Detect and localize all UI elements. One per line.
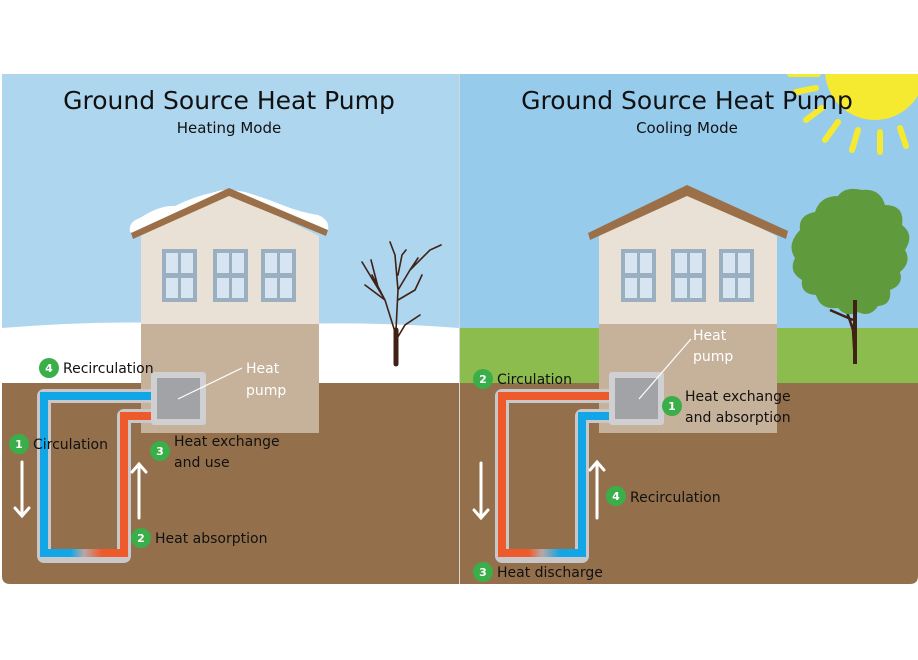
sun-icon [787, 74, 918, 155]
step-3-heat-exchange: 3 Heat exchange and use [150, 434, 280, 471]
soil [2, 383, 459, 584]
ground-loop [37, 389, 152, 563]
hot-pipe [120, 412, 152, 553]
cooling-panel: Ground Source Heat Pump Cooling Mode [460, 74, 918, 584]
svg-text:2: 2 [479, 373, 487, 386]
panel-divider [459, 74, 460, 584]
panel-title: Ground Source Heat Pump [63, 86, 395, 115]
cold-pipe [578, 412, 610, 553]
svg-text:Recirculation: Recirculation [630, 490, 721, 506]
window [621, 249, 656, 302]
step-1-circulation: 1 Circulation [9, 434, 108, 454]
svg-text:and absorption: and absorption [685, 410, 791, 426]
window [162, 249, 197, 302]
hot-pipe [498, 392, 610, 553]
down-arrow-icon [13, 460, 31, 519]
windows [621, 249, 754, 302]
window [261, 249, 296, 302]
svg-text:Heat exchange: Heat exchange [685, 389, 791, 405]
svg-text:Heat discharge: Heat discharge [497, 565, 603, 581]
bare-tree [361, 241, 442, 367]
window [671, 249, 706, 302]
step-1-heat-exchange: 1 Heat exchange and absorption [662, 389, 791, 426]
heat-pump-label: pump [246, 383, 286, 399]
step-4-recirculation: 4 Recirculation [606, 486, 721, 506]
heat-pump-unit [151, 367, 243, 425]
down-arrow-icon [472, 461, 490, 521]
svg-text:Recirculation: Recirculation [63, 361, 154, 377]
svg-text:1: 1 [668, 400, 676, 413]
svg-text:Heat absorption: Heat absorption [155, 531, 267, 547]
svg-text:and use: and use [174, 455, 230, 471]
heat-pump-label: Heat [246, 361, 280, 377]
up-arrow-icon [588, 459, 606, 520]
svg-text:1: 1 [15, 438, 23, 451]
up-arrow-icon [130, 461, 148, 520]
step-3-heat-discharge: 3 Heat discharge [473, 562, 603, 582]
svg-text:4: 4 [45, 362, 53, 375]
panel-subtitle: Heating Mode [177, 119, 281, 137]
window [213, 249, 248, 302]
svg-text:2: 2 [137, 532, 145, 545]
ground-loop [495, 389, 610, 563]
window [719, 249, 754, 302]
svg-text:Circulation: Circulation [497, 372, 572, 388]
step-4-recirculation: 4 Recirculation [39, 358, 154, 378]
svg-text:Heat exchange: Heat exchange [174, 434, 280, 450]
soil [460, 383, 918, 584]
heat-pump-label: pump [693, 349, 733, 365]
svg-text:Circulation: Circulation [33, 437, 108, 453]
house [588, 185, 788, 433]
svg-text:3: 3 [479, 566, 487, 579]
panel-title: Ground Source Heat Pump [521, 86, 853, 115]
panel-subtitle: Cooling Mode [636, 119, 738, 137]
svg-text:4: 4 [612, 490, 620, 503]
svg-text:3: 3 [156, 445, 164, 458]
heat-pump-unit [609, 338, 692, 425]
roof [588, 185, 788, 240]
step-2-circulation: 2 Circulation [473, 369, 572, 389]
step-2-heat-absorption: 2 Heat absorption [131, 528, 267, 548]
pipe-transition [40, 549, 128, 557]
windows [162, 249, 296, 302]
heat-pump-label: Heat [693, 328, 727, 344]
leafy-tree [791, 188, 910, 365]
pipe-transition [498, 549, 586, 557]
heating-panel: Ground Source Heat Pump Heating Mode [2, 74, 459, 584]
roof [131, 188, 328, 239]
cold-pipe [40, 392, 152, 553]
